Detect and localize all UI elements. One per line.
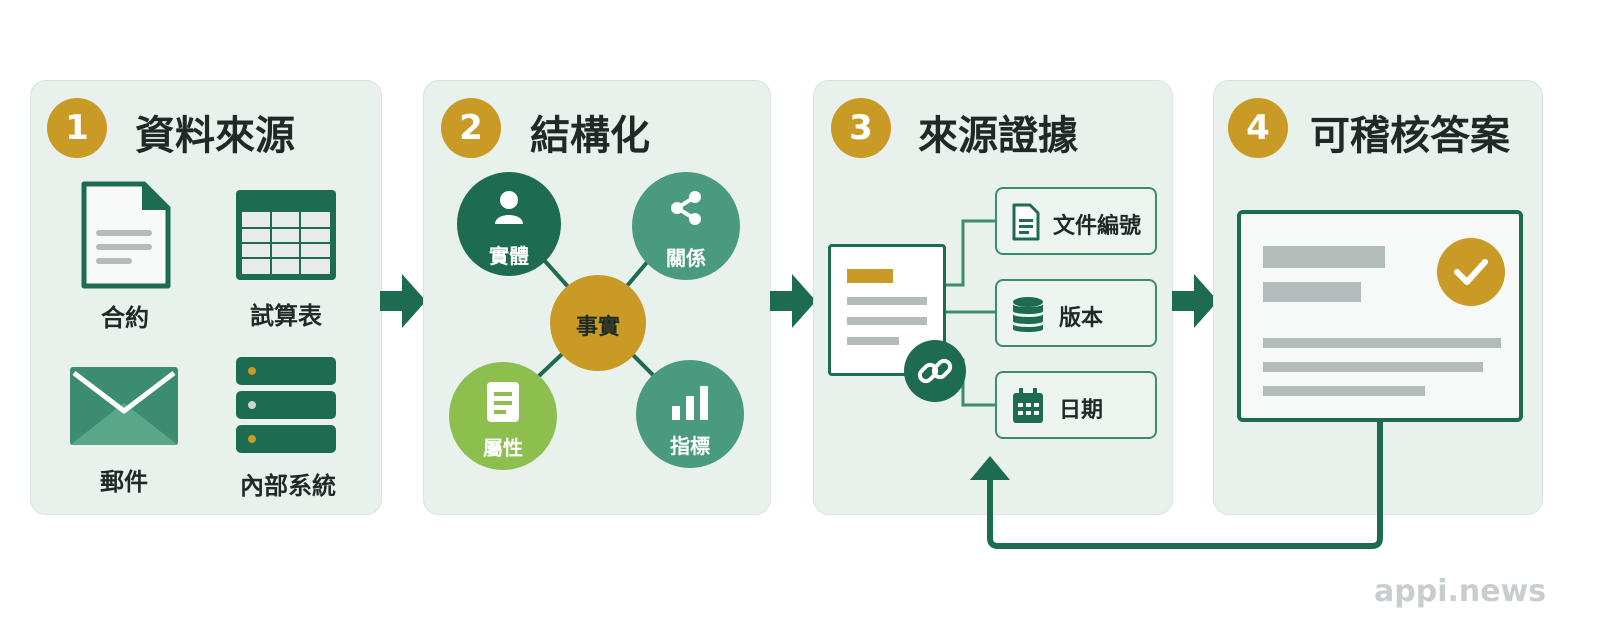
person-icon xyxy=(495,191,523,224)
document-icon xyxy=(487,382,519,422)
node-label-metric: 指標 xyxy=(670,434,710,458)
feedback-loop-arrow xyxy=(970,422,1383,549)
step-title-1: 資料來源 xyxy=(135,113,295,159)
answer-line xyxy=(1263,338,1501,348)
answer-title-bar xyxy=(1263,246,1385,268)
evidence-label-document-number: 文件編號 xyxy=(1053,214,1142,239)
node-label-relation: 關係 xyxy=(666,246,706,270)
document-icon xyxy=(1012,203,1040,241)
step-title-4: 可稽核答案 xyxy=(1310,113,1510,159)
calendar-icon xyxy=(1013,388,1043,423)
step-badge-1: 1 xyxy=(47,98,107,158)
node-attribute: 屬性 xyxy=(449,362,557,470)
node-metric: 指標 xyxy=(636,360,744,468)
link-badge xyxy=(904,340,966,402)
evidence-document-number: 文件編號 xyxy=(995,187,1157,255)
node-fact: 事實 xyxy=(550,275,646,371)
answer-line xyxy=(1263,362,1483,372)
arrow-right-icon xyxy=(1172,274,1218,328)
answer-subtitle-bar xyxy=(1263,282,1361,302)
step-title-3: 來源證據 xyxy=(918,113,1078,159)
node-entity: 實體 xyxy=(457,172,561,276)
database-icon xyxy=(1013,297,1043,332)
doc-line xyxy=(847,297,927,305)
step-badge-3: 3 xyxy=(831,98,891,158)
share-icon xyxy=(671,191,701,225)
doc-line xyxy=(847,337,899,345)
step-badge-2: 2 xyxy=(441,98,501,158)
source-label-spreadsheet: 試算表 xyxy=(250,302,322,330)
doc-line xyxy=(847,317,927,325)
evidence-date: 日期 xyxy=(995,371,1157,439)
mail-icon xyxy=(70,367,178,445)
checkmark-icon xyxy=(1454,259,1488,285)
server-icon xyxy=(236,357,336,453)
evidence-label-date: 日期 xyxy=(1059,398,1104,423)
source-label-mail: 郵件 xyxy=(100,468,148,496)
answer-card xyxy=(1237,210,1523,422)
document-icon xyxy=(81,181,171,289)
step-title-2: 結構化 xyxy=(530,113,650,159)
evidence-label-version: 版本 xyxy=(1059,306,1104,331)
source-label-internal-system: 內部系統 xyxy=(240,472,336,500)
doc-header-bar xyxy=(847,269,893,283)
answer-line xyxy=(1263,386,1425,396)
source-label-contract: 合約 xyxy=(101,304,149,332)
arrow-right-icon xyxy=(770,274,816,328)
verified-badge xyxy=(1437,238,1505,306)
node-label-fact: 事實 xyxy=(575,315,620,340)
bar-chart-icon xyxy=(672,386,708,420)
watermark: appi.news xyxy=(1374,574,1547,609)
arrow-right-icon xyxy=(380,274,426,328)
node-relation: 關係 xyxy=(632,172,740,280)
spreadsheet-icon xyxy=(236,190,336,280)
node-label-attribute: 屬性 xyxy=(483,436,523,460)
node-label-entity: 實體 xyxy=(489,244,529,268)
evidence-version: 版本 xyxy=(995,279,1157,347)
step-badge-4: 4 xyxy=(1228,98,1288,158)
chain-link-icon xyxy=(917,358,953,384)
